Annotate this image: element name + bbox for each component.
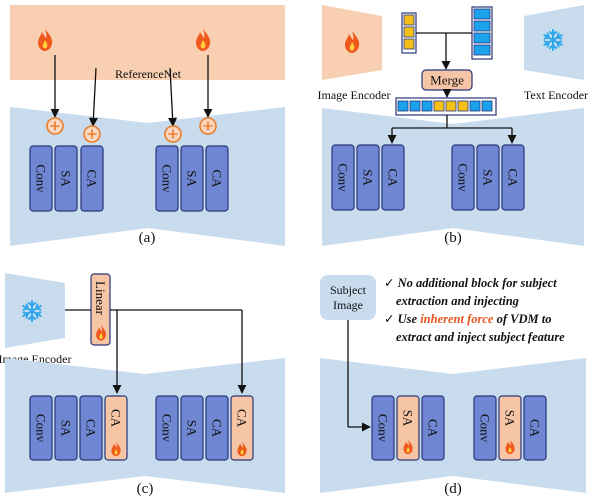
panel-b: Image Encoder Text Encoder Merge <box>318 5 588 246</box>
ca-block-label: CA <box>210 419 225 438</box>
check-icon: ✓ <box>384 276 398 290</box>
panel-c-label: (c) <box>137 481 154 497</box>
ca-block-label: CA <box>528 419 543 438</box>
conv-block-label: Conv <box>34 414 49 443</box>
panel-d-label: (d) <box>444 481 462 497</box>
merge-label: Merge <box>430 73 464 88</box>
linear-label: Linear <box>93 281 108 316</box>
sa-block-label: SA <box>361 169 376 186</box>
conv-block-label: Conv <box>336 163 351 192</box>
sa-block-label: SA <box>59 420 74 437</box>
ca-block-label: CA <box>506 168 521 187</box>
image-encoder-label: Image Encoder <box>318 88 391 102</box>
sa-block-label: SA <box>59 170 74 187</box>
check-item-1-line2: extraction and injecting <box>396 294 519 308</box>
ca-block-label: CA <box>426 419 441 438</box>
sa-block-label: CA <box>84 419 99 438</box>
reference-net-label: ReferenceNet <box>115 67 182 81</box>
block-group: Conv SA CA CA <box>155 395 254 461</box>
panel-a: ReferenceNet Conv SA CA <box>10 5 285 246</box>
block-group: Conv SA CA <box>331 144 405 211</box>
panel-c: Image Encoder Linear Conv SA CA CA Conv <box>0 273 285 497</box>
sa-block-label: SA <box>401 410 416 427</box>
conv-block-label: Conv <box>160 164 175 193</box>
conv-block-label: Conv <box>160 414 175 443</box>
panel-b-label: (b) <box>444 230 462 246</box>
ca-block-label: CA <box>386 168 401 187</box>
plus-icon <box>46 117 64 135</box>
ca-block-label: CA <box>210 169 225 188</box>
subject-label-line1: Subject <box>330 283 367 297</box>
block-group: Conv SA CA <box>155 145 229 212</box>
text-tokens <box>471 6 493 60</box>
check-item-2-line2: extract and inject subject feature <box>396 330 565 344</box>
panel-a-label: (a) <box>139 230 156 246</box>
sa-block-label: SA <box>503 410 518 427</box>
panel-d: Subject Image ✓ No additional block for … <box>320 275 586 497</box>
ca-block-label: CA <box>235 409 250 428</box>
check-item-1: ✓ No additional block for subject <box>384 276 557 290</box>
block-group: Conv SA CA CA <box>29 395 128 461</box>
conv-block-label: Conv <box>376 414 391 443</box>
block-group: Conv SA CA <box>371 395 445 461</box>
subject-image-box <box>320 275 376 320</box>
block-group: Conv SA CA <box>473 395 547 461</box>
block-group: Conv SA CA <box>29 145 104 212</box>
sa-block-label: SA <box>185 420 200 437</box>
conv-block-label: Conv <box>456 163 471 192</box>
check-icon: ✓ <box>384 312 398 326</box>
image-tokens <box>401 12 417 54</box>
conv-block-label: Conv <box>478 414 493 443</box>
merged-tokens <box>395 97 497 116</box>
check-item-2: ✓ Use inherent force of VDM to <box>384 312 551 326</box>
subject-label-line2: Image <box>333 298 363 312</box>
ca-block-label: CA <box>109 409 124 428</box>
plus-icon <box>164 125 182 143</box>
sa-block-label: SA <box>185 170 200 187</box>
conv-block-label: Conv <box>34 164 49 193</box>
plus-icon <box>199 117 217 135</box>
sa-block-label: SA <box>481 169 496 186</box>
plus-icon <box>83 125 101 143</box>
text-encoder-label: Text Encoder <box>524 88 588 102</box>
image-encoder-shape <box>5 273 65 348</box>
ca-block-label: CA <box>85 169 100 188</box>
block-group: Conv SA CA <box>451 144 525 211</box>
